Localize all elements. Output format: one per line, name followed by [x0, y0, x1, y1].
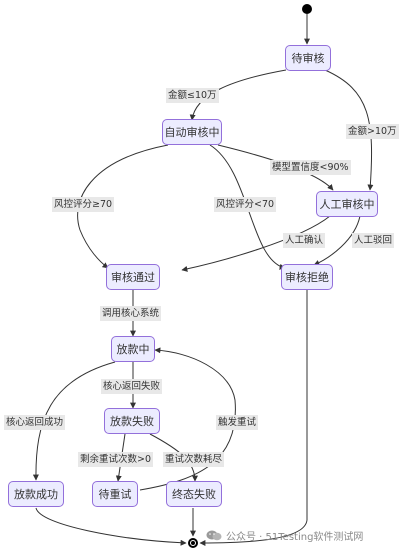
- edge-disbursing-success: [32, 361, 116, 481]
- label-retries-left: 剩余重试次数>0: [78, 452, 154, 467]
- label-trigger-retry: 触发重试: [216, 415, 259, 430]
- edge-retry-disbursing: [139, 347, 236, 491]
- node-final-failed[interactable]: 终态失败: [166, 481, 222, 507]
- label-core-fail: 核心返回失败: [101, 379, 163, 394]
- edge-manual-rejected: [313, 215, 361, 266]
- edge-auto-approved: [77, 144, 169, 269]
- label-amount-gt: 金额>10万: [346, 124, 399, 139]
- node-manual-review[interactable]: 人工审核中: [316, 191, 378, 217]
- wechat-icon: [206, 530, 222, 541]
- label-core-success: 核心返回成功: [4, 415, 66, 430]
- edge-auto-rejected: [209, 144, 286, 270]
- node-approved[interactable]: 审核通过: [106, 264, 160, 290]
- edge-manual-approved: [181, 215, 331, 272]
- edge-success-end: [35, 507, 187, 546]
- label-model-conf: 模型置信度<90%: [270, 160, 351, 175]
- node-disbursing[interactable]: 放款中: [111, 336, 155, 362]
- label-call-core: 调用核心系统: [100, 306, 162, 321]
- watermark-text: 公众号 · 51Testing软件测试网: [226, 532, 364, 543]
- label-retries-exhausted: 重试次数耗尽: [163, 452, 225, 467]
- start-state-dot: [302, 4, 312, 14]
- watermark: 公众号 · 51Testing软件测试网: [206, 528, 363, 543]
- node-pending[interactable]: 待审核: [285, 45, 331, 71]
- node-disburse-failed[interactable]: 放款失败: [104, 408, 160, 434]
- edge-rejected-end: [199, 290, 308, 546]
- label-risk-lt: 风控评分<70: [214, 197, 277, 212]
- label-risk-ge: 风控评分≥70: [52, 197, 115, 212]
- node-disburse-success[interactable]: 放款成功: [8, 481, 64, 507]
- node-rejected[interactable]: 审核拒绝: [281, 264, 333, 290]
- edge-pending-manual: [324, 69, 374, 191]
- node-auto-review[interactable]: 自动审核中: [162, 119, 222, 145]
- label-manual-confirm: 人工确认: [283, 233, 326, 248]
- label-amount-le: 金额≤10万: [166, 88, 219, 103]
- label-manual-reject: 人工驳回: [352, 233, 395, 248]
- end-state-ring: [188, 538, 198, 548]
- node-retry-pending[interactable]: 待重试: [92, 481, 138, 507]
- edge-pending-auto: [189, 69, 287, 121]
